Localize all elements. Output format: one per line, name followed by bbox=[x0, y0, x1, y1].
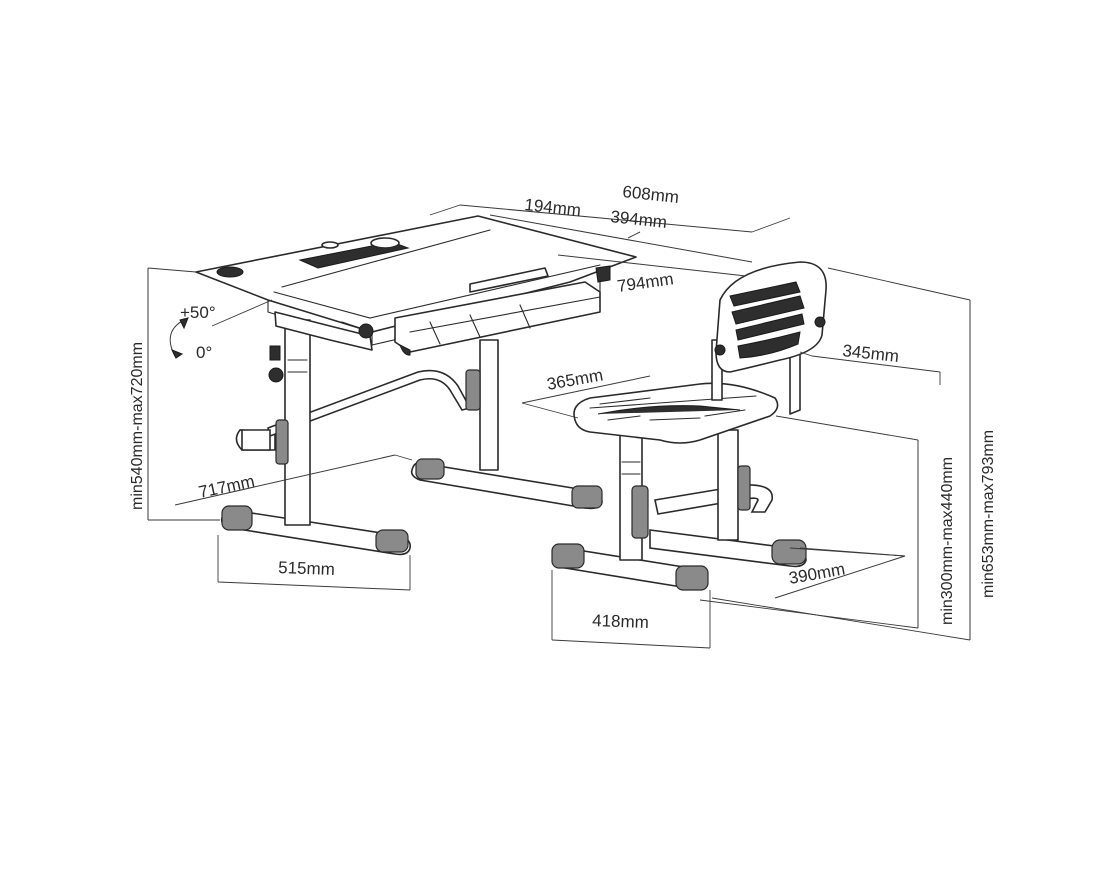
label-tilt-max: +50° bbox=[180, 303, 216, 322]
desk-illustration bbox=[195, 215, 637, 556]
label-seat-height: min300mm-max440mm bbox=[939, 457, 956, 625]
label-desk-total-depth: 608mm bbox=[622, 182, 680, 207]
label-desk-width: 794mm bbox=[616, 269, 675, 296]
label-tilt-min: 0° bbox=[196, 343, 212, 362]
label-seat-width: 365mm bbox=[545, 365, 604, 394]
label-desk-fixed-part: 194mm bbox=[524, 195, 582, 220]
label-desk-foot-depth: 515mm bbox=[278, 558, 335, 579]
label-chair-foot-depth: 418mm bbox=[592, 611, 649, 632]
chair-illustration bbox=[551, 261, 827, 591]
label-desk-leg-width: 717mm bbox=[197, 472, 256, 502]
dimension-lines bbox=[147, 204, 971, 649]
label-chair-total-height: min653mm-max793mm bbox=[980, 430, 997, 598]
label-desk-tilt-part: 394mm bbox=[610, 207, 668, 232]
label-seat-depth: 345mm bbox=[842, 341, 900, 366]
label-desk-height: min540mm-max720mm bbox=[129, 342, 146, 510]
